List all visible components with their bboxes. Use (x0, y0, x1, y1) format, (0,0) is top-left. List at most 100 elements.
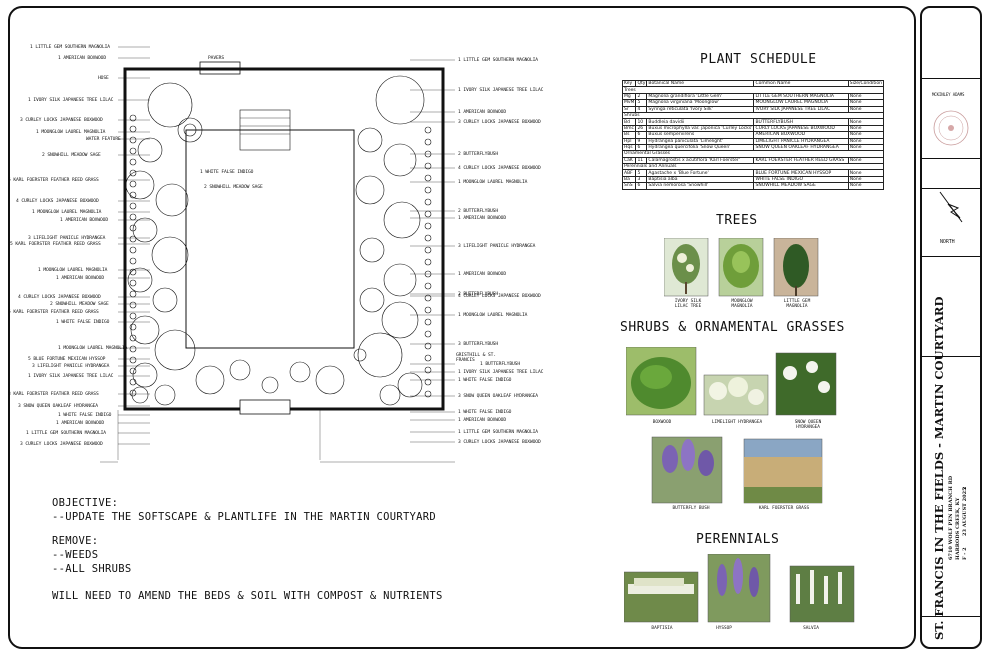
table-cell: Sr (621, 105, 637, 113)
plant-callout-left: 4 CURLEY LOCKS JAPANESE BOXWOOD (16, 199, 99, 204)
plant-callout-left: 1 MOONGLOW LAUREL MAGNOLIA (36, 130, 106, 135)
plant-callout-left: 5 KARL FOERSTER FEATHER REED GRASS (10, 242, 101, 247)
plant-callout-left: 1 MOONGLOW LAUREL MAGNOLIA (32, 210, 102, 215)
plant-callout-left: 3 LIFELIGHT PANICLE HYDRANGEA (28, 236, 106, 241)
seal-stamp (933, 110, 969, 146)
shrub-symbol (424, 174, 432, 182)
shrub-symbol (129, 290, 137, 298)
caption-little-gem: LITTLE GEM MAGNOLIA (783, 299, 811, 309)
plant-callout-right: 2 BUTTERFLYBUSH (458, 152, 498, 157)
plant-symbol (137, 137, 163, 163)
plant-symbol (315, 365, 345, 395)
site-plan (100, 46, 455, 463)
table-cell: CURLY LOCKS JAPANESE BOXWOOD (753, 124, 849, 133)
plant-callout-right: 1 WHITE FALSE INDIGO (458, 378, 512, 383)
water-feature-symbol (183, 123, 197, 137)
schedule-title: PLANT SCHEDULE (700, 52, 817, 67)
shrub-symbol (424, 186, 432, 194)
shrub-symbol (129, 312, 137, 320)
plant-symbol (152, 287, 178, 313)
plant-callout-right: 3 SNOW QUEEN OAKLEAF HYDRANGEA (458, 394, 538, 399)
pavers-label: PAVERS (208, 56, 224, 61)
caption-baptisia: BAPTISIA (651, 626, 673, 631)
plant-callout-left: 1 MOONGLOW LAUREL MAGNOLIA (38, 268, 108, 273)
plant-symbol (375, 75, 425, 125)
table-cell: None (847, 118, 885, 126)
plant-callout-right: 1 AMERICAN BOXWOOD (458, 216, 506, 221)
shrub-symbol (424, 366, 432, 374)
plant-callout-left: 3 CURLEY LOCKS JAPANESE BOXWOOD (20, 118, 103, 123)
plant-symbol (261, 376, 279, 394)
shrub-symbol (129, 279, 137, 287)
pavers-entry (239, 109, 291, 151)
statue-symbol (353, 348, 367, 362)
plant-callout-left: 3 CURLEY LOCKS JAPANESE BOXWOOD (20, 442, 103, 447)
plant-symbol (397, 372, 423, 398)
plant-schedule-table: Key Qty Botanical Name Common Name Size/… (621, 79, 885, 190)
table-cell: Salvia nemorosa 'Snowhill' (646, 182, 755, 190)
shrub-symbol (424, 138, 432, 146)
plant-callout-left: 1 MOONGLOW LAUREL MAGNOLIA (58, 346, 128, 351)
plant-callout-right: 1 WHITE FALSE INDIGO (458, 410, 512, 415)
plant-callout-right: 1 IVORY SILK JAPANESE TREE LILAC (458, 88, 544, 93)
caption-salvia: SALVIA (803, 626, 819, 631)
shrub-symbol (129, 235, 137, 243)
plant-callout-left: 1 AMERICAN BOXWOOD (56, 421, 104, 426)
plant-symbol (132, 362, 158, 388)
table-cell: None (847, 105, 885, 113)
plant-callout-right: 1 MOONGLOW LAUREL MAGNOLIA (458, 313, 528, 318)
plant-symbol (195, 365, 225, 395)
plant-symbol (147, 82, 193, 128)
shrub-symbol (129, 169, 137, 177)
sheet-date: 23 AUGUST 2025 (962, 487, 968, 536)
plant-callout-left: 1 LITTLE GEM SOUTHERN MAGNOLIA (30, 45, 110, 50)
plant-callout-left: 1 IVORY SILK JAPANESE TREE LILAC (28, 98, 114, 103)
caption-snow-queen: SNOW QUEEN HYDRANGEA (794, 420, 822, 430)
table-cell: None (847, 99, 885, 107)
shrub-symbol (424, 318, 432, 326)
shrub-symbol (129, 158, 137, 166)
shrub-symbol (424, 282, 432, 290)
shrub-symbol (424, 294, 432, 302)
plant-callout-right: 1 BUTTERFLYBUSH (480, 362, 520, 367)
plant-symbol (383, 263, 417, 297)
plant-callout-left: 5 KARL FOERSTER FEATHER REED GRASS (8, 310, 99, 315)
plant-callout-right: 1 AMERICAN BOXWOOD (458, 272, 506, 277)
north-label: NORTH (940, 239, 955, 245)
caption-ivory-silk: IVORY SILK LILAC TREE (674, 299, 702, 309)
shrub-symbol (424, 342, 432, 350)
col-header: Qty (635, 79, 648, 88)
plant-symbol (359, 287, 385, 313)
shrub-symbol (424, 306, 432, 314)
plant-callout-left: 1 AMERICAN BOXWOOD (60, 218, 108, 223)
plant-symbol (151, 236, 189, 274)
table-row: Shrubs (622, 111, 884, 120)
shrub-photos (626, 347, 837, 504)
shrub-symbol (129, 213, 137, 221)
shrub-symbol (424, 378, 432, 386)
north-arrow-icon (939, 191, 963, 223)
shrub-symbol (424, 222, 432, 230)
col-header: Key (621, 79, 637, 88)
shrub-symbol (129, 114, 137, 122)
plant-callout-right: 3 CURLEY LOCKS JAPANESE BOXWOOD (458, 440, 541, 445)
caption-moonglow: MOONGLOW MAGNOLIA (731, 299, 753, 309)
shrub-symbol (129, 389, 137, 397)
plant-symbol (289, 361, 311, 383)
table-cell: SNOWHILL MEADOW SAGE (753, 182, 849, 190)
water-feature-symbol (177, 117, 203, 143)
plant-symbol (357, 127, 383, 153)
caption-hyssop: HYSSOP (716, 626, 732, 631)
plant-callout-left: 3 KARL FOERSTER FEATHER REED GRASS (8, 392, 99, 397)
shrub-symbol (129, 246, 137, 254)
shrub-symbol (129, 257, 137, 265)
perennial-photos (624, 554, 855, 623)
project-title: ST. FRANCIS IN THE FIELDS - MARTIN COURT… (932, 296, 946, 640)
perennials-heading: PERENNIALS (696, 532, 780, 547)
table-cell: Mg (621, 92, 637, 101)
shrub-symbol (129, 378, 137, 386)
shrub-symbol (129, 202, 137, 210)
